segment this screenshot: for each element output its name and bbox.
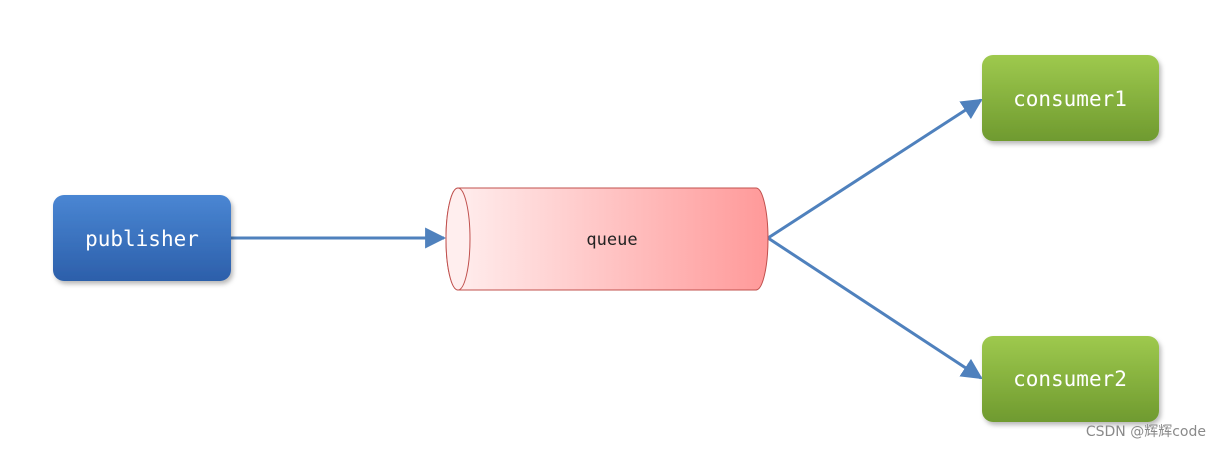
edges [231, 98, 983, 380]
consumer2-box [982, 336, 1159, 422]
queue-end-cap [445, 187, 471, 291]
edge-queue-to-consumer2 [767, 236, 983, 380]
consumer1-box [982, 55, 1159, 141]
consumer1-node[interactable]: consumer1 [982, 55, 1159, 141]
publisher-box [53, 195, 231, 281]
queue-node[interactable]: queue [445, 187, 769, 291]
consumer2-label: consumer2 [1013, 367, 1127, 391]
edge-queue-to-consumer1 [767, 98, 983, 240]
consumer2-node[interactable]: consumer2 [982, 336, 1159, 422]
queue-label: queue [586, 230, 637, 250]
watermark-text: CSDN @辉辉code [1085, 424, 1206, 440]
publisher-node[interactable]: publisher [53, 195, 231, 281]
consumer1-label: consumer1 [1013, 87, 1127, 111]
publisher-label: publisher [85, 227, 199, 251]
